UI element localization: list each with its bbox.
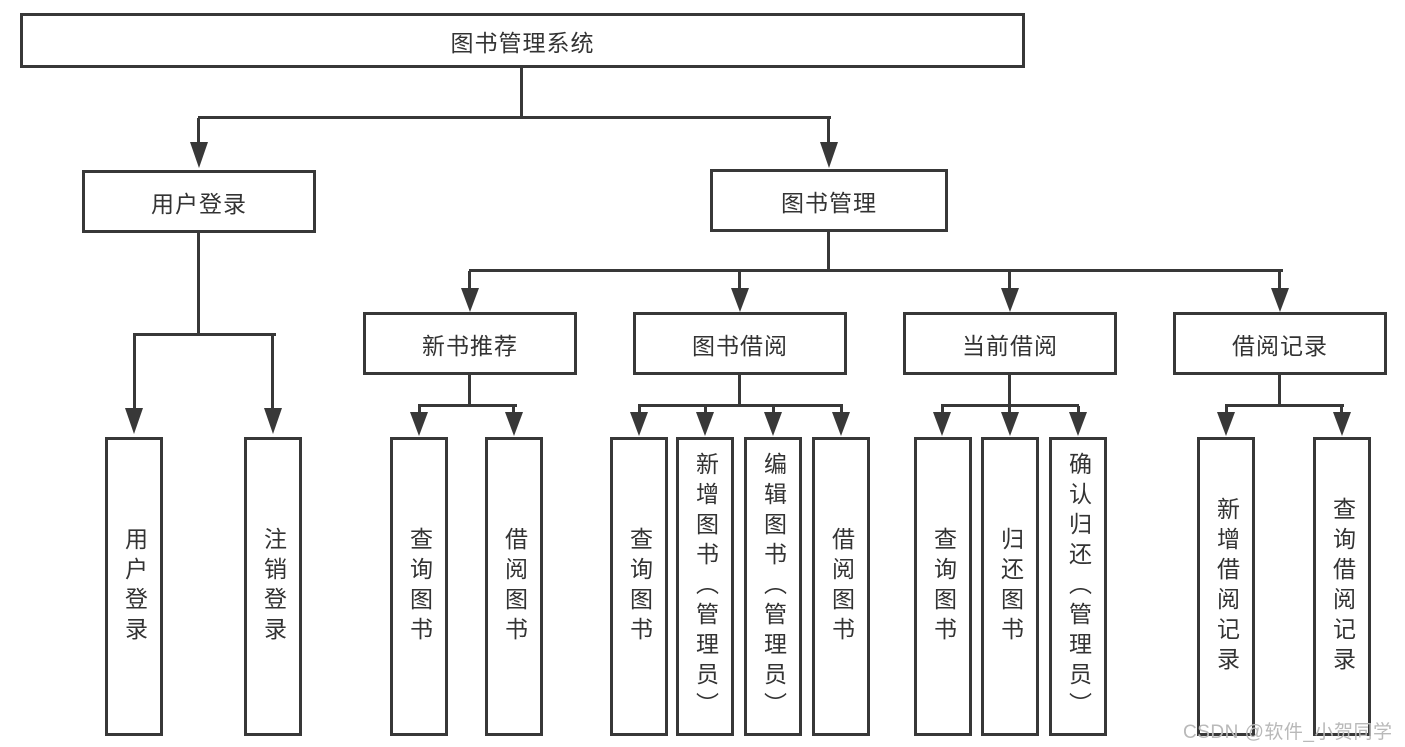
connector-line bbox=[1225, 406, 1228, 414]
node-book-mgmt: 图书管理 bbox=[710, 169, 948, 232]
connector-line bbox=[197, 118, 200, 144]
node-book-mgmt-label: 图书管理 bbox=[781, 189, 877, 216]
connector-line bbox=[1008, 375, 1011, 406]
node-user-login-label: 用户登录 bbox=[151, 190, 247, 217]
connector-line bbox=[1008, 406, 1011, 414]
connector-line bbox=[738, 271, 741, 288]
leaf-logout: 注销登录 bbox=[244, 437, 302, 736]
connector-line bbox=[468, 375, 471, 406]
connector-line bbox=[1008, 271, 1011, 288]
leaf-borrow-query: 查询图书 bbox=[610, 437, 668, 736]
connector-line bbox=[1278, 375, 1281, 406]
arrowhead-down bbox=[410, 412, 428, 436]
arrowhead-down bbox=[190, 142, 208, 168]
connector-line bbox=[1077, 406, 1080, 414]
node-book-borrow-label: 图书借阅 bbox=[692, 332, 788, 359]
connector-line bbox=[704, 406, 707, 414]
node-root: 图书管理系统 bbox=[20, 13, 1025, 68]
node-root-label: 图书管理系统 bbox=[450, 29, 595, 56]
leaf-records-add-label: 新增借阅记录 bbox=[1213, 496, 1240, 677]
arrowhead-down bbox=[264, 408, 282, 434]
arrowhead-down bbox=[630, 412, 648, 436]
connector-line bbox=[271, 335, 274, 408]
connector-line bbox=[827, 232, 830, 271]
leaf-current-return-label: 归还图书 bbox=[997, 526, 1024, 647]
leaf-borrow-add-admin: 新增图书（管理员） bbox=[676, 437, 734, 736]
connector-line bbox=[1340, 406, 1343, 414]
leaf-borrow-edit-admin: 编辑图书（管理员） bbox=[744, 437, 802, 736]
leaf-records-query-label: 查询借阅记录 bbox=[1329, 496, 1356, 677]
arrowhead-down bbox=[764, 412, 782, 436]
leaf-user-login-label: 用户登录 bbox=[121, 526, 148, 647]
node-borrow-records-label: 借阅记录 bbox=[1232, 332, 1328, 359]
node-borrow-records: 借阅记录 bbox=[1173, 312, 1387, 375]
connector-line bbox=[197, 233, 200, 335]
leaf-borrow-borrow-label: 借阅图书 bbox=[828, 526, 855, 647]
arrowhead-down bbox=[1001, 412, 1019, 436]
arrowhead-down bbox=[1069, 412, 1087, 436]
arrowhead-down bbox=[832, 412, 850, 436]
leaf-logout-label: 注销登录 bbox=[260, 526, 287, 647]
leaf-borrow-add-admin-label: 新增图书（管理员） bbox=[692, 451, 719, 722]
arrowhead-down bbox=[1271, 288, 1289, 312]
leaf-user-login: 用户登录 bbox=[105, 437, 163, 736]
arrowhead-down bbox=[1217, 412, 1235, 436]
connector-line bbox=[827, 118, 830, 144]
arrowhead-down bbox=[461, 288, 479, 312]
leaf-current-confirm-admin: 确认归还（管理员） bbox=[1049, 437, 1107, 736]
connector-line bbox=[1225, 404, 1344, 407]
leaf-current-return: 归还图书 bbox=[981, 437, 1039, 736]
connector-line bbox=[418, 406, 421, 414]
leaf-records-add: 新增借阅记录 bbox=[1197, 437, 1255, 736]
leaf-borrow-edit-admin-label: 编辑图书（管理员） bbox=[760, 451, 787, 722]
arrowhead-down bbox=[820, 142, 838, 168]
arrowhead-down bbox=[731, 288, 749, 312]
arrowhead-down bbox=[125, 408, 143, 434]
leaf-newbook-query: 查询图书 bbox=[390, 437, 448, 736]
connector-line bbox=[512, 406, 515, 414]
leaf-newbook-query-label: 查询图书 bbox=[406, 526, 433, 647]
connector-line bbox=[198, 116, 831, 119]
connector-line bbox=[738, 375, 741, 406]
leaf-newbook-borrow-label: 借阅图书 bbox=[501, 526, 528, 647]
connector-line bbox=[1278, 271, 1281, 288]
connector-line bbox=[133, 335, 136, 408]
connector-line bbox=[418, 404, 517, 407]
connector-line bbox=[638, 404, 843, 407]
arrowhead-down bbox=[505, 412, 523, 436]
node-new-book-label: 新书推荐 bbox=[422, 332, 518, 359]
leaf-current-confirm-admin-label: 确认归还（管理员） bbox=[1065, 451, 1092, 722]
leaf-current-query-label: 查询图书 bbox=[930, 526, 957, 647]
arrowhead-down bbox=[933, 412, 951, 436]
connector-line bbox=[772, 406, 775, 414]
node-new-book: 新书推荐 bbox=[363, 312, 577, 375]
connector-line bbox=[840, 406, 843, 414]
csdn-watermark: CSDN @软件_小贺同学 bbox=[1183, 722, 1393, 743]
arrowhead-down bbox=[1001, 288, 1019, 312]
node-current-borrow-label: 当前借阅 bbox=[962, 332, 1058, 359]
leaf-records-query: 查询借阅记录 bbox=[1313, 437, 1371, 736]
leaf-borrow-query-label: 查询图书 bbox=[626, 526, 653, 647]
leaf-borrow-borrow: 借阅图书 bbox=[812, 437, 870, 736]
connector-line bbox=[133, 333, 276, 336]
node-current-borrow: 当前借阅 bbox=[903, 312, 1117, 375]
leaf-current-query: 查询图书 bbox=[914, 437, 972, 736]
connector-line bbox=[469, 269, 1283, 272]
leaf-newbook-borrow: 借阅图书 bbox=[485, 437, 543, 736]
connector-line bbox=[941, 404, 1079, 407]
arrowhead-down bbox=[1333, 412, 1351, 436]
connector-line bbox=[520, 68, 523, 118]
connector-line bbox=[468, 271, 471, 288]
node-book-borrow: 图书借阅 bbox=[633, 312, 847, 375]
node-user-login: 用户登录 bbox=[82, 170, 316, 233]
arrowhead-down bbox=[696, 412, 714, 436]
connector-line bbox=[941, 406, 944, 414]
connector-line bbox=[638, 406, 641, 414]
